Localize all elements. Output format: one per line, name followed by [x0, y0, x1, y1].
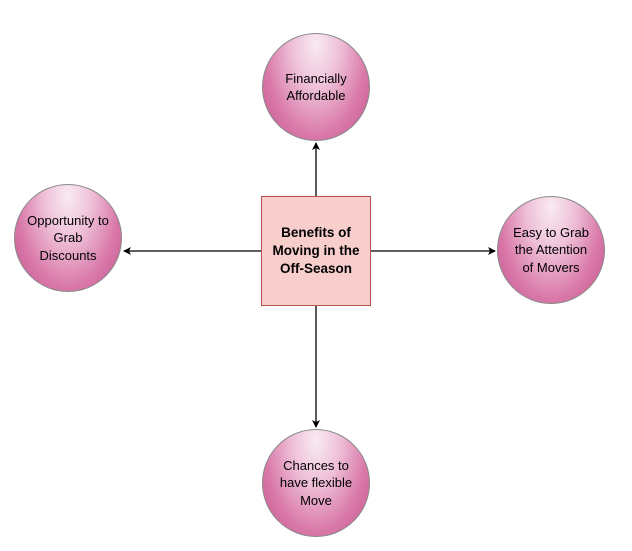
- node-flexible-move: Chances to have flexible Move: [262, 429, 370, 537]
- node-label-bottom: Chances to have flexible Move: [279, 457, 353, 508]
- node-grab-discounts: Opportunity to Grab Discounts: [14, 184, 122, 292]
- node-attention-of-movers: Easy to Grab the Attention of Movers: [497, 196, 605, 304]
- central-topic-label: Benefits of Moving in the Off-Season: [272, 225, 360, 276]
- central-topic-box: Benefits of Moving in the Off-Season: [261, 196, 371, 306]
- node-label-left: Opportunity to Grab Discounts: [27, 212, 109, 263]
- node-label-right: Easy to Grab the Attention of Movers: [513, 224, 589, 275]
- node-label-top: Financially Affordable: [285, 70, 347, 104]
- node-financially-affordable: Financially Affordable: [262, 33, 370, 141]
